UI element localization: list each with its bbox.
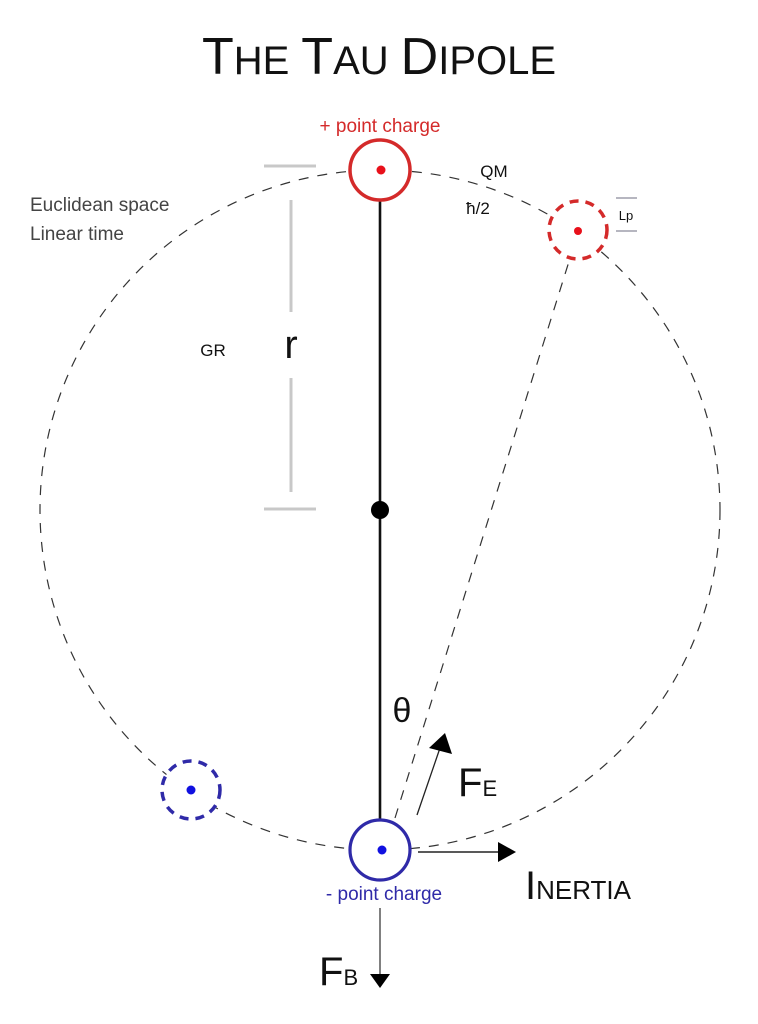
- theta-label: θ: [393, 692, 412, 730]
- radius-label: r: [284, 323, 297, 367]
- hbar-half-label: ħ/2: [466, 199, 490, 218]
- displaced-negative-charge: [160, 759, 222, 821]
- planck-length-marker: [616, 197, 637, 232]
- magnetic-force-arrow: [370, 908, 390, 988]
- negative-charge: [348, 818, 412, 882]
- electric-force-arrow: [416, 733, 452, 816]
- qm-label: QM: [480, 162, 507, 181]
- euclidean-space-label: Euclidean space: [30, 195, 169, 216]
- inertia-label: INERTIA: [525, 864, 632, 908]
- magnetic-force-label: FB: [319, 950, 358, 994]
- displaced-positive-dot-icon: [574, 227, 582, 235]
- inertia-arrowhead-icon: [498, 842, 516, 862]
- planck-length-label: Lp: [619, 208, 633, 223]
- linear-time-label: Linear time: [30, 224, 124, 245]
- displaced-positive-charge: [547, 199, 609, 261]
- electric-force-arrowhead-icon: [429, 733, 452, 754]
- negative-charge-dot-icon: [377, 845, 387, 855]
- positive-charge-label: + point charge: [320, 116, 441, 137]
- positive-charge: [348, 138, 412, 202]
- magnetic-force-arrowhead-icon: [370, 974, 390, 988]
- gr-label: GR: [200, 341, 226, 360]
- radius-bracket: [264, 164, 316, 511]
- displaced-negative-dot-icon: [186, 785, 196, 795]
- electric-force-label: FE: [458, 761, 497, 805]
- negative-charge-label: - point charge: [326, 884, 442, 905]
- displaced-axis-line: [394, 254, 572, 819]
- inertia-arrow: [418, 842, 516, 862]
- positive-charge-dot-icon: [376, 165, 386, 175]
- center-point-icon: [371, 501, 389, 519]
